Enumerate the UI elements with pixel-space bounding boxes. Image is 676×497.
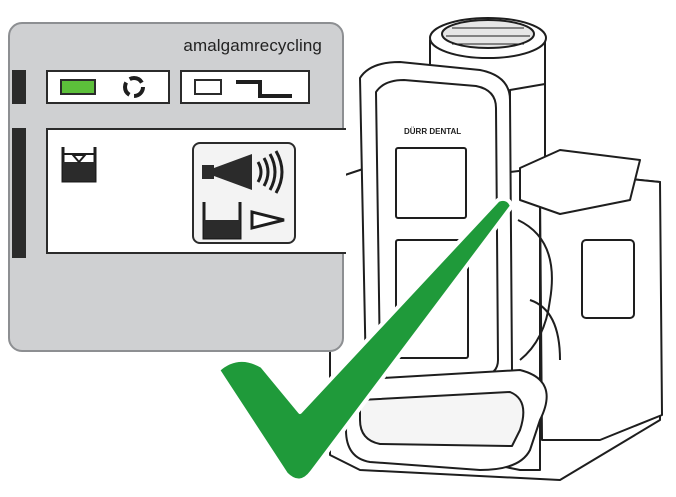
device-brand-label: DÜRR DENTAL xyxy=(404,127,461,136)
step-signal-icon xyxy=(236,80,292,98)
device-display-slot xyxy=(395,147,467,219)
valve-indicator-box xyxy=(180,70,310,104)
alarm-indicator-panel xyxy=(192,142,296,244)
ring-indicator-icon xyxy=(123,76,145,98)
side-tab-top xyxy=(12,70,26,104)
control-panel: amalgamrecycling xyxy=(8,22,346,352)
led-green-icon xyxy=(60,79,96,95)
device-top-plate xyxy=(519,149,641,215)
panel-title: amalgamrecycling xyxy=(183,36,322,55)
main-status-box xyxy=(46,128,346,254)
led-off-icon xyxy=(194,79,222,95)
status-indicator-box xyxy=(46,70,170,104)
side-tab-main xyxy=(12,128,26,258)
device-side-window xyxy=(581,239,635,319)
tank-fill-icon xyxy=(202,202,285,240)
horn-alarm-icon xyxy=(202,150,284,194)
tank-level-icon xyxy=(61,147,97,183)
